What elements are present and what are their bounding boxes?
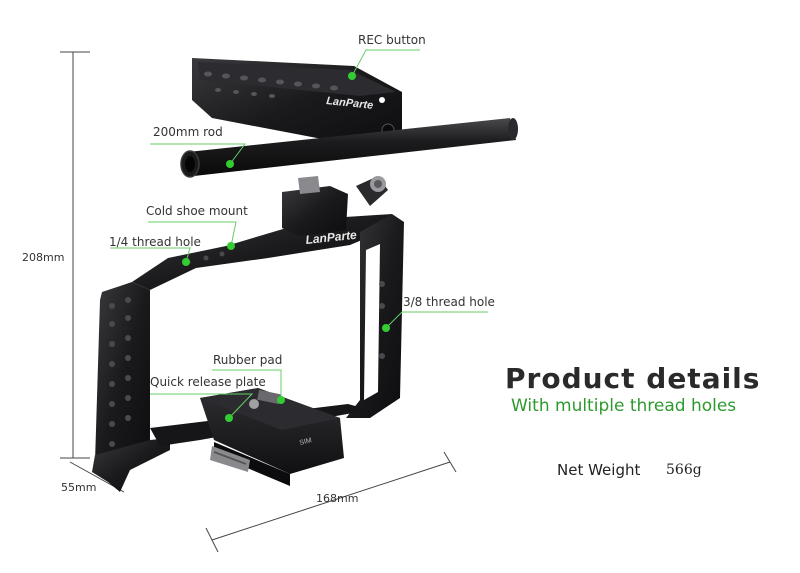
net-weight-value: 566g	[666, 462, 702, 478]
quarter-thread-label: 1/4 thread hole	[109, 235, 201, 249]
product-subtitle: With multiple thread holes	[511, 396, 737, 416]
rec-button-label: REC button	[358, 33, 426, 47]
cold-shoe-label: Cold shoe mount	[146, 204, 248, 218]
svg-text:SIM: SIM	[299, 437, 313, 447]
rubber-pad	[210, 446, 250, 472]
quick-release-label: Quick release plate	[150, 375, 266, 389]
rod	[180, 118, 518, 178]
quick-release-plate: SIM	[200, 388, 344, 486]
width-dimension-line	[211, 461, 451, 541]
callout-dots	[182, 72, 390, 422]
cage-brand-logo: LanParte	[305, 228, 358, 247]
dimension-lines	[60, 51, 457, 553]
width-dimension-label: 168mm	[316, 492, 359, 505]
handle-brand-logo: LanParte	[326, 95, 374, 112]
depth-dimension-label: 55mm	[61, 481, 97, 494]
net-weight-label: Net Weight	[557, 461, 641, 479]
cold-shoe-block: LanParte	[282, 176, 358, 247]
height-dimension-label: 208mm	[22, 251, 65, 264]
cage-frame	[92, 214, 404, 492]
product-title: Product details	[505, 362, 761, 395]
three-eighths-thread-label: 3/8 thread hole	[403, 295, 495, 309]
top-handle: LanParte	[192, 58, 402, 150]
rod-clamp-knob	[356, 176, 388, 206]
rubber-pad-label: Rubber pad	[213, 353, 283, 367]
callout-leaders	[110, 49, 488, 419]
rod-label: 200mm rod	[153, 125, 223, 139]
